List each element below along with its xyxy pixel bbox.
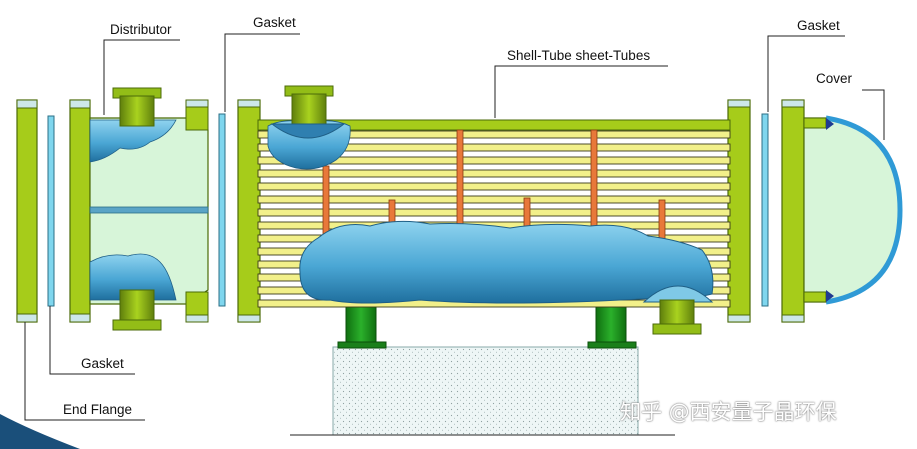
tube [257, 156, 731, 165]
baffle-rod [590, 129, 598, 233]
distributor-bottom-nozzle [112, 289, 162, 331]
shell-fluid [299, 220, 714, 304]
gasket-left [47, 115, 55, 307]
distributor-fluid-bottom [89, 253, 177, 301]
baffle-rod [322, 165, 330, 239]
tube [257, 208, 731, 217]
tube [257, 143, 731, 152]
gasket-label-top-right: Gasket [797, 18, 840, 33]
gasket-label-top-left: Gasket [253, 15, 296, 30]
gasket-right [761, 113, 769, 307]
shell-tube-label: Shell-Tube sheet-Tubes [507, 48, 651, 63]
concrete-base [332, 346, 639, 436]
gasket-distributor [218, 113, 226, 307]
shell-tube-bundle [237, 85, 751, 335]
leader-lines [24, 33, 885, 421]
watermark: 知乎 @西安量子晶环保 [620, 400, 837, 424]
tube [257, 182, 731, 191]
corner-swoosh [0, 414, 80, 449]
shell-top-nozzle [270, 85, 346, 139]
end-flange-label: End Flange [63, 402, 133, 417]
cover [781, 99, 903, 323]
cover-label: Cover [816, 71, 853, 86]
tube [257, 195, 731, 204]
baffle-rod [456, 129, 464, 229]
end-flange [16, 99, 38, 323]
distributor-fluid-top [89, 119, 177, 163]
shell-bottom-nozzle [642, 285, 714, 335]
baffle-rod [658, 199, 666, 241]
gasket-label-bottom: Gasket [81, 356, 124, 371]
distributor-top-nozzle [112, 87, 162, 127]
distributor [69, 87, 209, 331]
distributor-label: Distributor [110, 22, 172, 37]
tube [257, 169, 731, 178]
tube [257, 130, 731, 139]
